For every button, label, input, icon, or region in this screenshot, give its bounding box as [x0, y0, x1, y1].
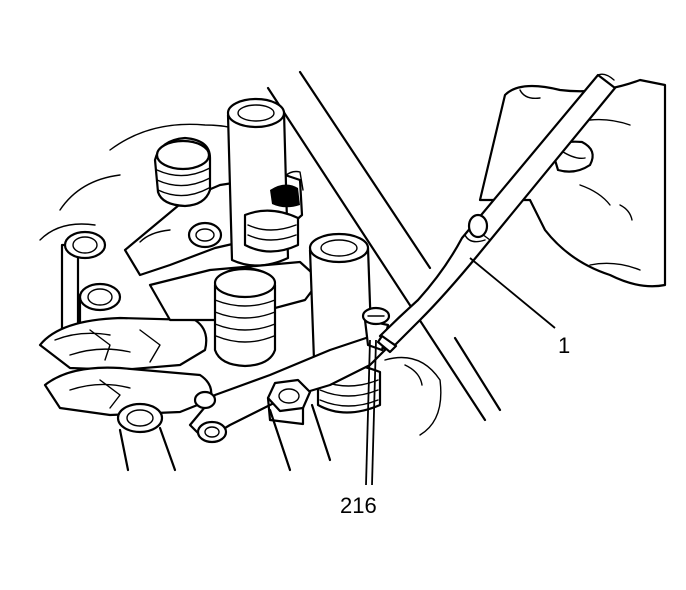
callout-216-leader	[365, 339, 371, 486]
rocker-pedestal-center	[148, 260, 322, 368]
callout-1: 1	[469, 257, 570, 358]
spring-compressor-tool	[376, 73, 617, 354]
valve-spring-rear	[243, 184, 300, 253]
callout-216-label: 216	[340, 493, 377, 518]
callout-1-label: 1	[558, 333, 570, 358]
rocker-bolt-hex	[266, 378, 312, 426]
rocker-spring-rear	[153, 136, 212, 208]
callout-216: 216	[340, 339, 377, 518]
front-bolt-posts	[116, 402, 332, 472]
rocker-arms-left	[38, 316, 213, 417]
cylinder-head-outline	[39, 70, 502, 436]
callout-1-leader	[469, 257, 556, 329]
technician-hand	[478, 78, 667, 288]
